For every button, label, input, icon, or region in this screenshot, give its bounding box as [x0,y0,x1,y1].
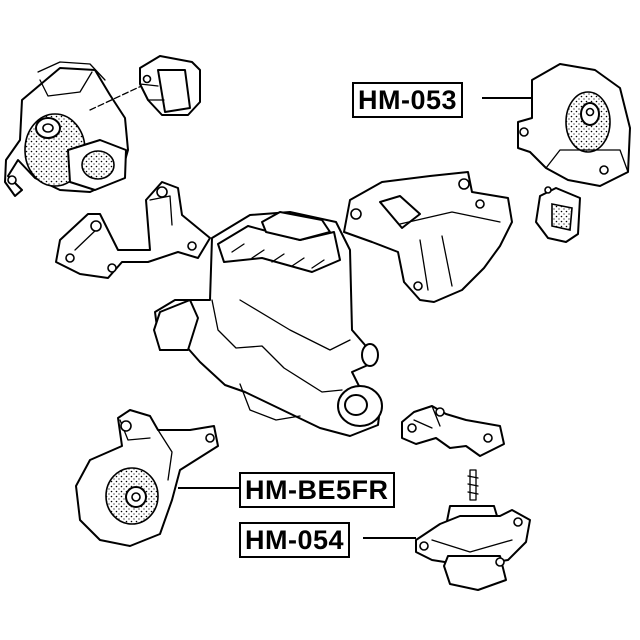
small-right-bracket [401,405,505,457]
hm053-mount [517,63,631,187]
hm054-mount [415,469,531,591]
right-engine-mount-bracket [343,171,513,303]
engine-block [153,211,383,437]
part-label-hm-053: HM-053 [352,82,464,118]
left-cross-member [55,181,211,279]
part-label-hm-be5fr: HM-BE5FR [239,472,395,508]
hmbe5fr-mount [75,409,219,547]
upper-left-mount-bracket [139,55,201,116]
small-damper-mount [535,186,581,243]
part-label-hm-054: HM-054 [239,522,351,558]
upper-left-transmission-mount [4,61,151,197]
